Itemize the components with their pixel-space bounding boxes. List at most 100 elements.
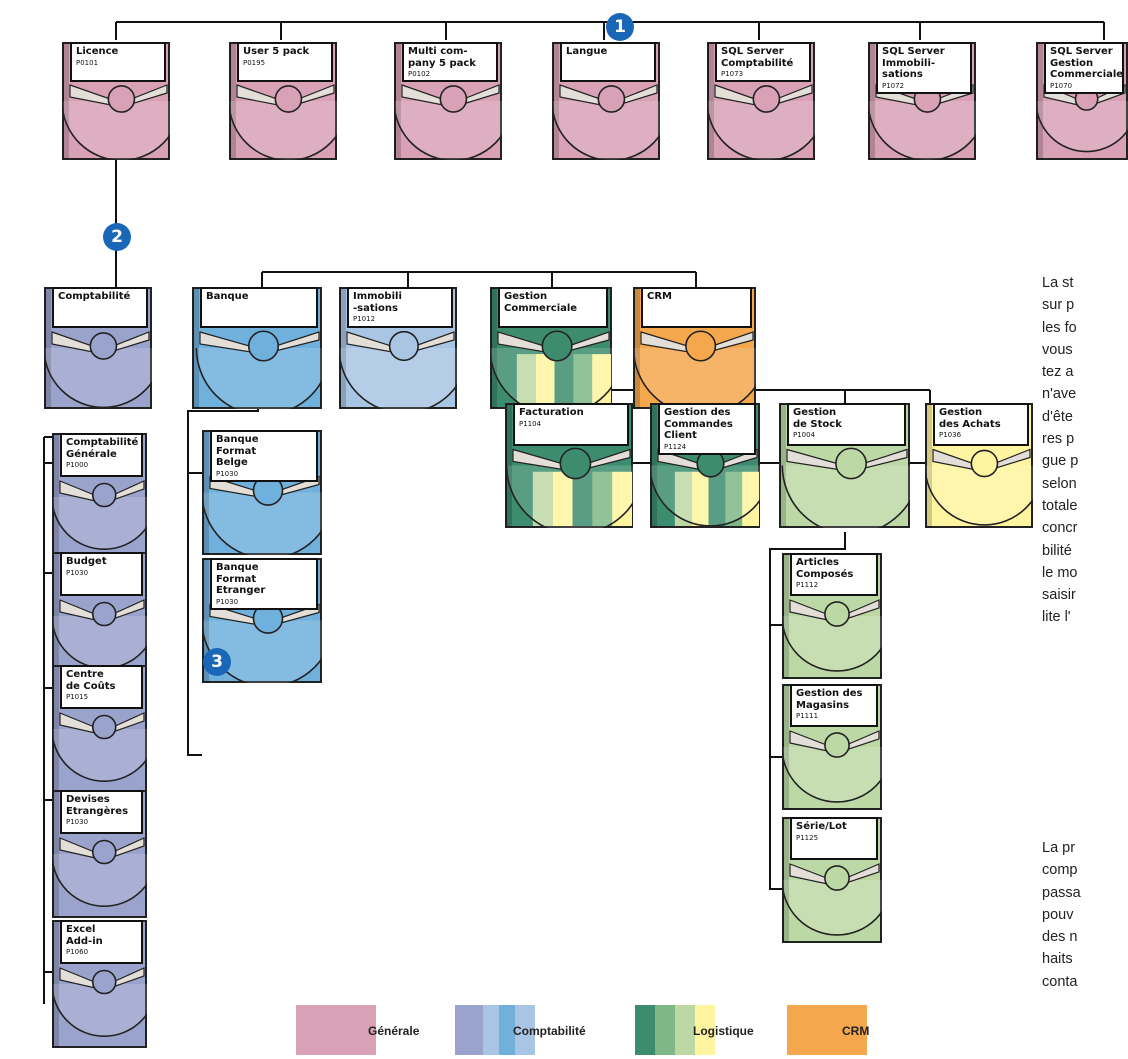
module-title: CRM — [647, 291, 672, 302]
module-code: P1104 — [519, 419, 542, 428]
module-code: P1012 — [353, 315, 376, 323]
paragraph-line: pouv — [1042, 906, 1074, 923]
paragraph-line: vous — [1042, 341, 1073, 358]
module-box-row2-3: Gestion Commerciale — [489, 287, 625, 416]
module-code: P1111 — [796, 712, 819, 720]
module-code: P0101 — [76, 58, 99, 67]
paragraph-line: sur p — [1042, 297, 1075, 314]
paragraph-line: lite l' — [1042, 609, 1071, 626]
module-title: Comptabilité — [58, 291, 131, 302]
module-title: Budget — [66, 556, 107, 567]
legend-swatch — [296, 1005, 376, 1055]
module-code: P1000 — [66, 461, 89, 469]
module-title: Licence — [76, 46, 119, 57]
module-code: P1030 — [66, 818, 89, 826]
module-title: Langue — [566, 46, 608, 57]
legend-swatch — [787, 1005, 867, 1055]
legend-swatch — [455, 1005, 535, 1055]
module-title: Devises Etrangères — [66, 794, 129, 817]
legend-label: Générale — [368, 1024, 420, 1038]
paragraph-line: concr — [1042, 520, 1078, 537]
legend-label: CRM — [842, 1024, 870, 1038]
paragraph-line: selon — [1042, 475, 1077, 492]
module-title: Série/Lot — [796, 821, 847, 832]
module-code: P1036 — [939, 431, 962, 439]
module-title: Gestion Commerciale — [504, 291, 578, 314]
cd-case-icon — [338, 287, 470, 414]
module-title: Gestion des Achats — [939, 407, 1001, 430]
module-title: Banque Format Etranger — [216, 562, 266, 596]
paragraph-line: comp — [1042, 862, 1078, 879]
step-3-badge: 3 — [203, 648, 231, 676]
module-title: SQL Server Comptabilité — [721, 46, 794, 69]
module-box-row2-4: CRM — [632, 287, 769, 416]
step-2-badge: 2 — [103, 223, 131, 251]
module-label: Gestion Commerciale — [498, 287, 608, 329]
paragraph-line: les fo — [1042, 319, 1077, 336]
module-title: Gestion des Magasins — [796, 688, 863, 711]
module-code: P1030 — [216, 469, 239, 478]
paragraph-line: La st — [1042, 275, 1074, 291]
cd-case-icon — [649, 403, 772, 528]
paragraph-line: des n — [1042, 929, 1078, 946]
legend-swatch — [635, 1005, 715, 1055]
module-title: Facturation — [519, 407, 584, 418]
module-label: Banque — [200, 287, 318, 329]
module-title: Banque — [206, 291, 249, 302]
paragraph-line: La pr — [1042, 840, 1076, 856]
paragraph-line: d'ête — [1042, 408, 1073, 425]
module-title: Gestion de Stock — [793, 407, 842, 430]
paragraph-line: conta — [1042, 973, 1078, 990]
module-code: P1073 — [721, 70, 744, 78]
module-code: P1030 — [66, 568, 89, 577]
module-code: P1060 — [66, 948, 89, 956]
module-title: Centre de Coûts — [66, 669, 116, 692]
cd-case-icon — [781, 553, 893, 679]
module-box-row1-3: Langue — [551, 42, 672, 162]
paragraph-line: tez a — [1042, 364, 1074, 381]
module-title: Immobili -sations — [353, 291, 402, 314]
module-code: P1125 — [796, 833, 819, 842]
paragraph-line: gue p — [1042, 453, 1079, 470]
module-title: Gestion des Commandes Client — [664, 407, 733, 441]
module-box-row2-1: Banque — [192, 287, 332, 416]
module-code: P1124 — [664, 442, 687, 451]
legend-label: Logistique — [693, 1024, 754, 1038]
module-label: Langue — [560, 42, 656, 83]
paragraph-line: haits — [1042, 951, 1073, 968]
module-title: User 5 pack — [243, 46, 310, 57]
module-code: P1070 — [1050, 81, 1073, 90]
